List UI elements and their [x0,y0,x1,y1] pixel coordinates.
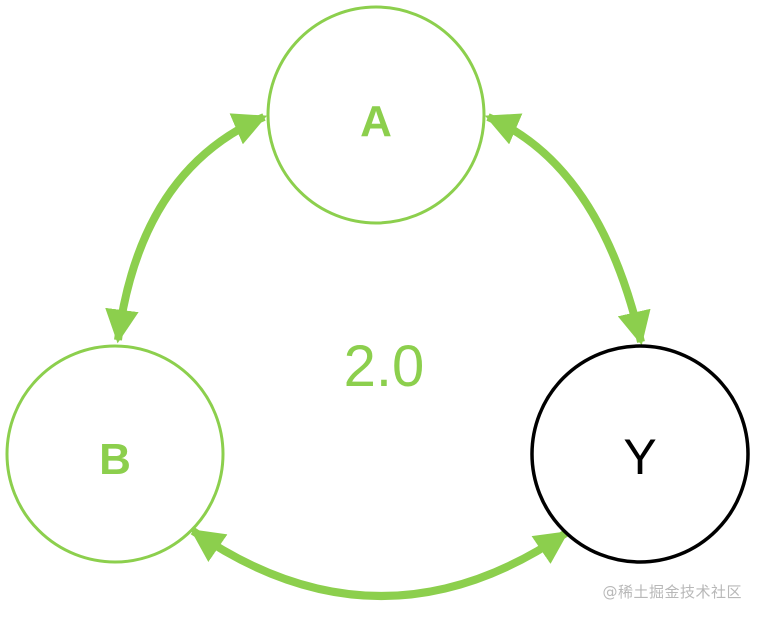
node-a: A [266,5,486,225]
node-y: Y [530,344,750,564]
node-b-circle [5,344,225,564]
node-b-label: B [99,435,131,484]
arrow-b-y [190,527,569,600]
node-a-circle [266,5,486,225]
arrow-a-b [105,113,268,344]
node-y-label: Y [623,429,656,485]
node-b: B [5,344,225,564]
watermark-text: @稀土掘金技术社区 [602,583,742,601]
center-label: 2.0 [344,334,425,399]
node-a-label: A [360,97,392,146]
node-y-circle [530,344,750,564]
arrow-a-y [484,113,651,346]
